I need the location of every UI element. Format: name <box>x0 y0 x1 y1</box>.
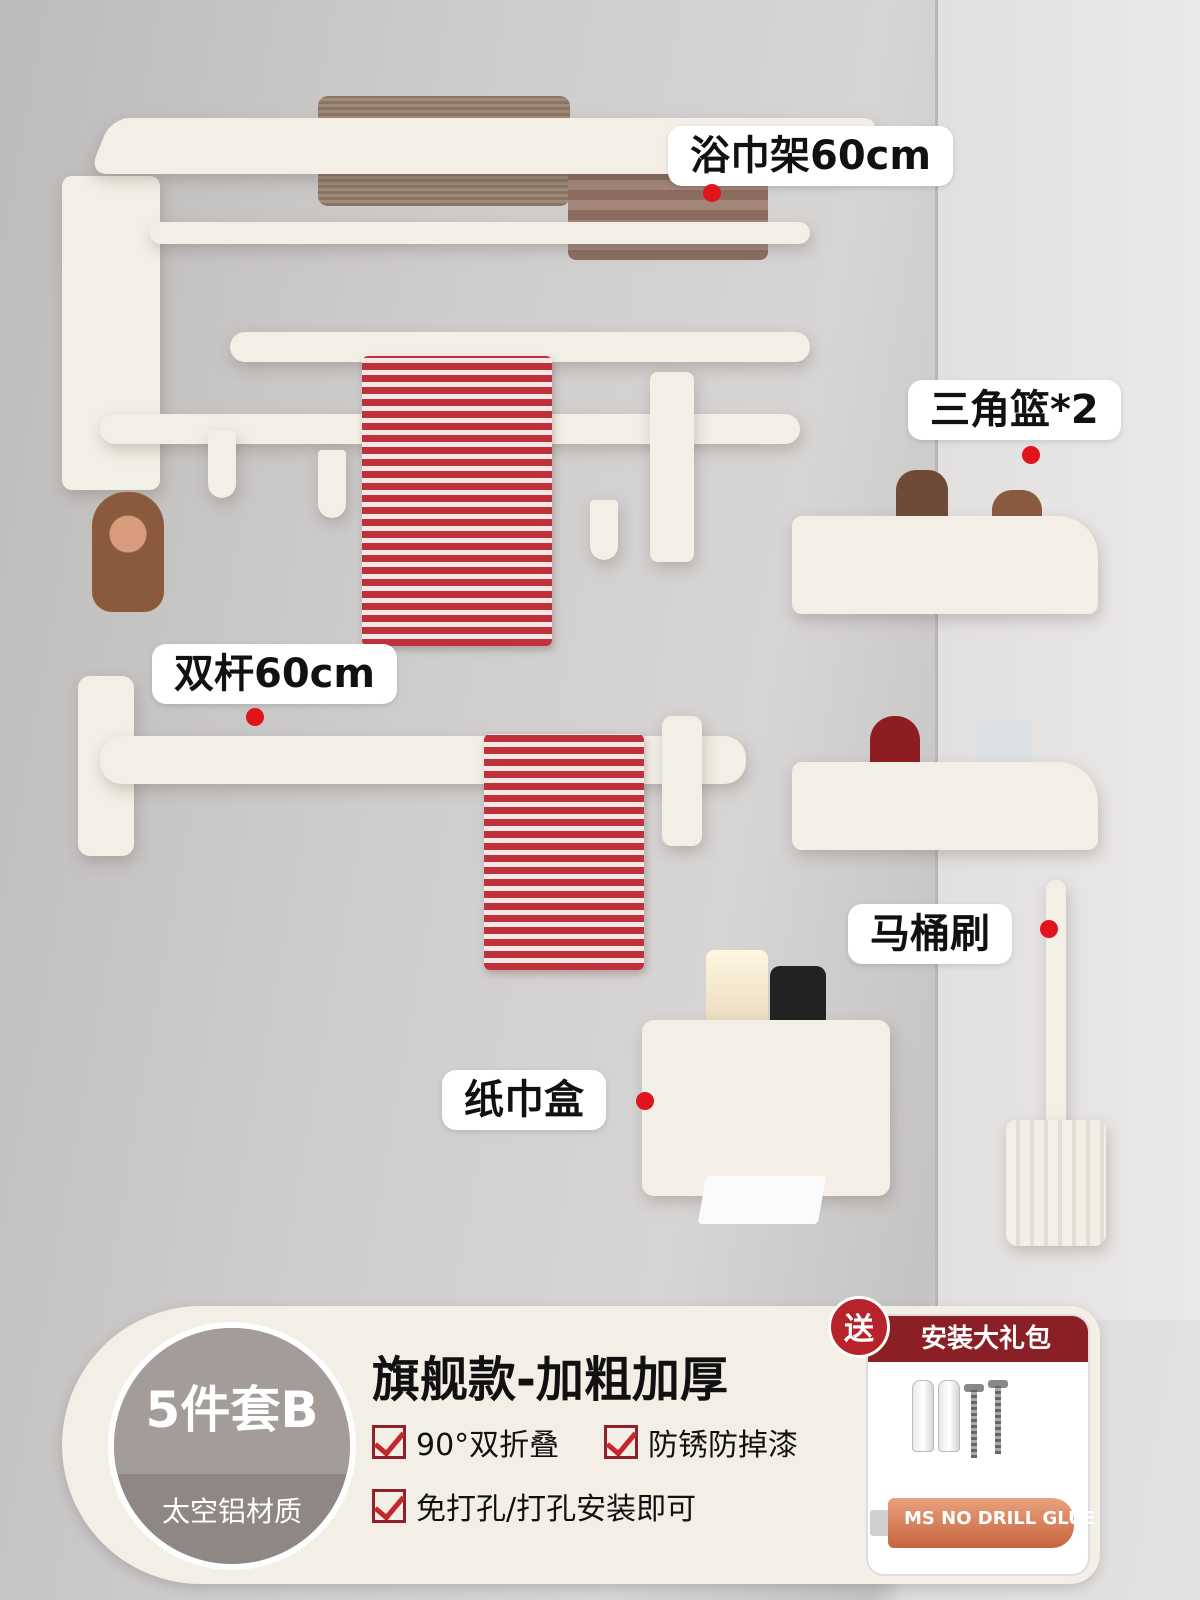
glue-tube-text: MS NO DRILL GLUE <box>904 1508 1095 1529</box>
screw-icon <box>995 1386 1001 1454</box>
double-bar-bracket-right <box>662 716 702 846</box>
screw-icon <box>988 1380 1008 1388</box>
checkbox-icon <box>372 1489 406 1523</box>
toilet-brush-holder <box>1006 1120 1106 1246</box>
feature-text: 90°双折叠 <box>416 1428 560 1463</box>
feature-item: 防锈防掉漆 <box>604 1420 798 1464</box>
set-badge-top <box>114 1328 350 1475</box>
set-badge: 5件套B 太空铝材质 <box>108 1322 356 1570</box>
hook <box>208 430 236 498</box>
towel-rack-marker <box>703 184 721 202</box>
right-wall <box>938 0 1200 1320</box>
wall-plug-icon <box>938 1380 960 1452</box>
corner-basket-marker <box>1022 446 1040 464</box>
set-name: 5件套B <box>145 1381 319 1439</box>
toilet-brush-label: 马桶刷 <box>848 904 1012 964</box>
double-bar-rail <box>100 736 746 784</box>
screw-icon <box>971 1390 977 1458</box>
checkbox-icon <box>604 1425 638 1459</box>
screw-icon <box>964 1384 984 1392</box>
toilet-brush-marker <box>1040 920 1058 938</box>
corner-basket-lower <box>792 762 1098 850</box>
striped-towel-bottom <box>484 734 644 970</box>
toilet-brush-handle <box>1046 880 1066 1130</box>
glue-tube-cap-icon <box>870 1510 892 1536</box>
feature-text: 防锈防掉漆 <box>648 1428 798 1463</box>
towel-rack-bar <box>150 222 810 244</box>
corner-basket-upper <box>792 516 1098 614</box>
striped-towel-top <box>362 356 552 646</box>
hook <box>590 500 618 560</box>
gift-badge: 送 <box>828 1296 890 1358</box>
tissue-paper-image <box>697 1176 827 1224</box>
checkbox-icon <box>372 1425 406 1459</box>
towel-rack-label: 浴巾架60cm <box>668 126 954 186</box>
feature-text: 免打孔/打孔安装即可 <box>416 1492 697 1527</box>
corner-basket-label: 三角篮*2 <box>908 380 1121 440</box>
glue-tube-icon <box>888 1498 1074 1548</box>
hook <box>318 450 346 518</box>
towel-rack-bracket-right <box>650 372 694 562</box>
double-bar-label: 双杆60cm <box>152 644 398 704</box>
tissue-box-label: 纸巾盒 <box>442 1070 606 1130</box>
gift-title: 安装大礼包 <box>868 1316 1088 1362</box>
headline: 旗舰款-加粗加厚 <box>372 1352 728 1408</box>
candle-image <box>706 950 768 1032</box>
feature-item: 90°双折叠 <box>372 1420 559 1464</box>
feature-item: 免打孔/打孔安装即可 <box>372 1484 696 1528</box>
material-text: 太空铝材质 <box>161 1495 302 1528</box>
wall-plug-icon <box>912 1380 934 1452</box>
plush-keychain-image <box>92 492 164 612</box>
double-bar-marker <box>246 708 264 726</box>
tissue-box <box>642 1020 890 1196</box>
wall-corner <box>935 0 938 1320</box>
tissue-box-marker <box>636 1092 654 1110</box>
